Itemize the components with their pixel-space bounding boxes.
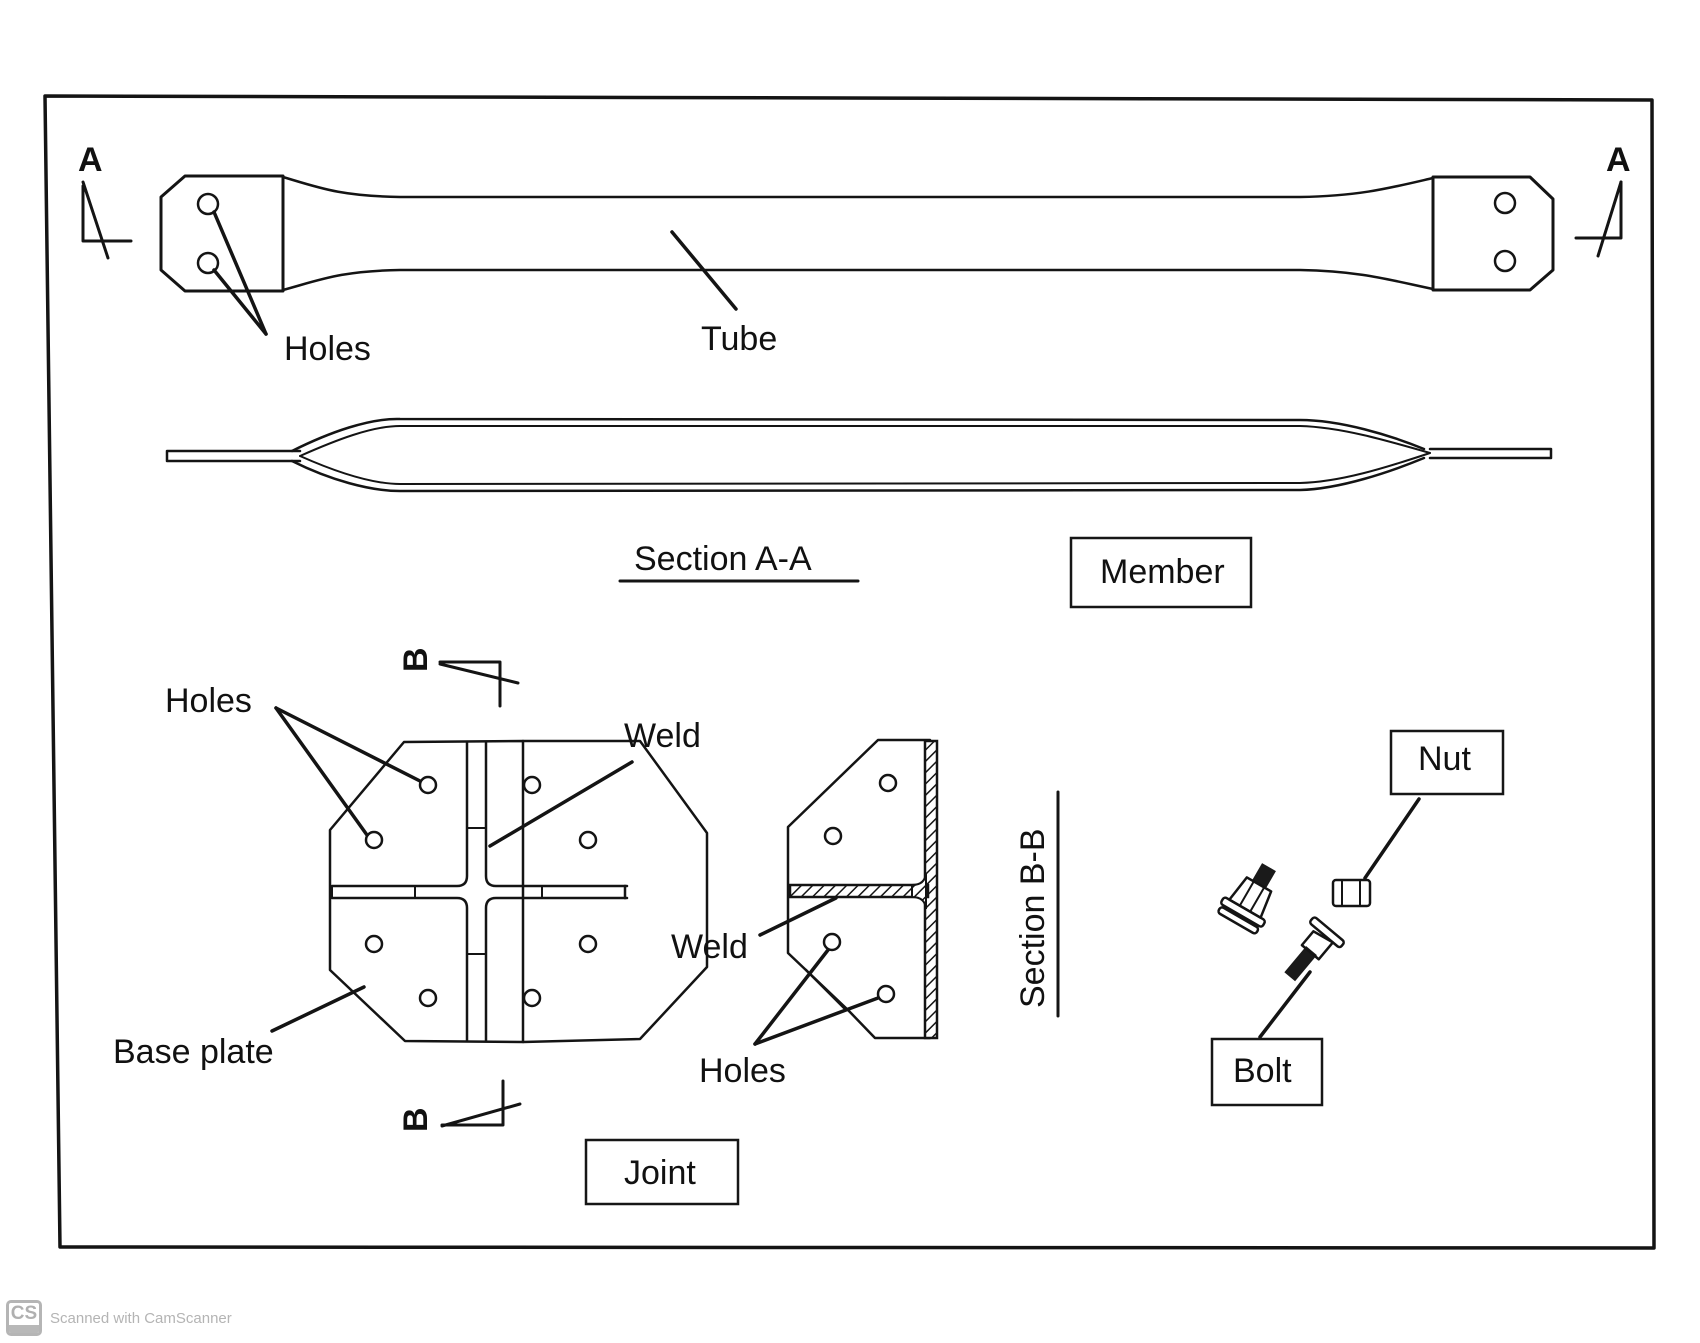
section-b-b-weld-label: Weld: [671, 928, 748, 966]
joint-caption-label: Joint: [624, 1154, 696, 1192]
bolt-leader-line: [1258, 970, 1312, 1039]
section-marker-b-top: B: [397, 647, 435, 672]
section-a-a-title: Section A-A: [634, 540, 812, 578]
base-plate-leader-line: [270, 985, 366, 1033]
joint-weld-label: Weld: [624, 717, 701, 755]
holes-label: Holes: [284, 330, 371, 368]
section-b-b-holes-label: Holes: [699, 1052, 786, 1090]
hole-icon: [578, 934, 598, 954]
hole-icon: [1493, 249, 1517, 273]
joint-holes-label: Holes: [165, 682, 252, 720]
hole-icon: [364, 830, 384, 850]
section-b-b-horizontal-weld: [788, 883, 930, 899]
member-caption-label: Member: [1100, 553, 1225, 591]
joint-quadrant-bottom-right: [484, 896, 627, 1043]
hole-icon: [418, 775, 438, 795]
fasteners-view: Nut Bolt: [1210, 729, 1505, 1107]
joint-base-plate-outline: [328, 739, 525, 1044]
bolt-assembly-icon: [1217, 863, 1276, 935]
section-a-a-tube-inner: [299, 452, 1431, 485]
section-a-a-tube-inner: [299, 425, 1431, 457]
holes-leader-line: [753, 996, 880, 1046]
weld-leader-line: [488, 760, 634, 848]
joint-quadrant-top-left: [330, 740, 469, 888]
tube-label: Tube: [701, 320, 777, 358]
base-plate-label: Base plate: [113, 1033, 274, 1071]
section-cut-arrow-icon: [1574, 180, 1623, 240]
section-a-a-tube-outer: [290, 417, 1426, 453]
member-caption: Member: [1069, 536, 1253, 609]
hole-icon: [876, 984, 896, 1004]
section-cut-arrow-icon: [81, 180, 110, 260]
member-tube-top-edge: [281, 175, 1435, 199]
hole-icon: [522, 988, 542, 1008]
tube-leader-line: [670, 230, 738, 311]
nut-label: Nut: [1418, 740, 1471, 778]
holes-leader-line: [274, 706, 369, 837]
joint-quadrant-top-right: [484, 740, 627, 888]
holes-leader-line: [212, 210, 268, 336]
section-marker-b-bottom: B: [397, 1107, 435, 1132]
hole-icon: [418, 988, 438, 1008]
section-cut-arrow-icon: [438, 660, 502, 708]
hole-icon: [522, 775, 542, 795]
camscanner-watermark: CS Scanned with CamScanner: [6, 1298, 232, 1338]
section-a-a-tube-outer: [290, 456, 1426, 493]
hole-icon: [196, 251, 220, 275]
section-a-a-right-flange: [1428, 447, 1553, 460]
nut-icon: [1331, 878, 1372, 908]
section-cut-arrow-icon: [1596, 180, 1623, 258]
camscanner-logo-icon: CS: [6, 1300, 42, 1336]
hole-icon: [878, 773, 898, 793]
weld-leader-line: [758, 896, 838, 937]
joint-caption: Joint: [584, 1138, 740, 1206]
member-plan-view: Holes Tube A A: [78, 141, 1631, 368]
holes-leader-line: [212, 268, 268, 336]
member-right-end-plate: [1431, 175, 1555, 292]
joint-base-plate-outline: [521, 739, 709, 1044]
hole-icon: [196, 192, 220, 216]
joint-quadrant-bottom-left: [330, 896, 469, 1043]
drawing-frame: [43, 94, 1656, 1250]
watermark-text: Scanned with CamScanner: [50, 1309, 232, 1327]
hole-icon: [364, 934, 384, 954]
section-b-b-view: Weld Holes Section B-B: [671, 738, 1060, 1090]
section-cut-arrow-icon: [440, 1102, 522, 1128]
bolt-label: Bolt: [1233, 1052, 1292, 1090]
bolt-icon: [1284, 916, 1345, 982]
section-b-b-fillet: [911, 872, 927, 910]
section-marker-a-left: A: [78, 141, 103, 179]
joint-weld-strip: [466, 827, 487, 955]
section-a-a-left-flange: [165, 449, 302, 463]
joint-plan-view: Holes Weld Base plate B B: [113, 647, 709, 1132]
member-tube-bottom-edge: [281, 268, 1435, 292]
holes-leader-line: [753, 948, 830, 1046]
holes-leader-line: [274, 706, 422, 783]
section-cut-arrow-icon: [440, 1079, 505, 1127]
section-cut-arrow-icon: [81, 184, 133, 243]
section-b-b-title: Section B-B: [1014, 828, 1052, 1008]
hole-icon: [578, 830, 598, 850]
section-b-b-bevel-line: [804, 968, 847, 1011]
hole-icon: [1493, 191, 1517, 215]
joint-weld-strip: [331, 885, 543, 899]
hole-icon: [823, 826, 843, 846]
nut-leader-line: [1363, 797, 1421, 880]
section-marker-a-right: A: [1606, 141, 1631, 179]
section-a-a-view: Section A-A: [165, 417, 1553, 583]
section-cut-arrow-icon: [438, 662, 520, 685]
hole-icon: [822, 932, 842, 952]
